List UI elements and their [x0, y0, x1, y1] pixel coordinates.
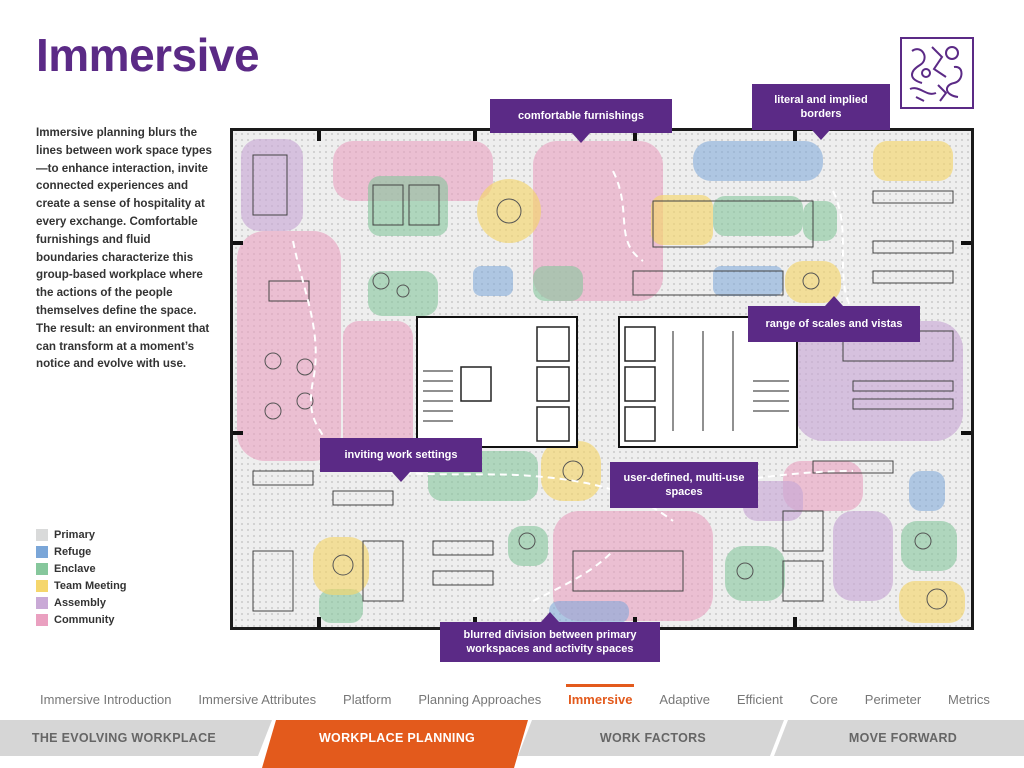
zone-enclave: [725, 546, 785, 601]
legend-item-primary: Primary: [36, 526, 127, 543]
legend-item-assembly: Assembly: [36, 594, 127, 611]
zone-refuge: [693, 141, 823, 181]
main-navigation: THE EVOLVING WORKPLACE WORKPLACE PLANNIN…: [0, 720, 1024, 768]
legend-swatch: [36, 613, 48, 626]
callout-inviting-work-settings: inviting work settings: [320, 438, 482, 482]
zone-team-meeting: [477, 179, 541, 243]
zone-team-meeting: [873, 141, 953, 181]
mainnav-tab-bg: [518, 720, 784, 756]
mainnav-move-forward[interactable]: MOVE FORWARD: [848, 731, 958, 745]
zone-team-meeting: [313, 537, 369, 595]
zone-assembly: [241, 139, 303, 231]
callout-comfortable-furnishings: comfortable furnishings: [490, 99, 672, 143]
zone-team-meeting: [651, 195, 713, 245]
zone-enclave: [803, 201, 837, 241]
mainnav-workplace-planning[interactable]: WORKPLACE PLANNING: [318, 731, 476, 745]
callout-arrow: [392, 472, 410, 482]
legend-item-refuge: Refuge: [36, 543, 127, 560]
building-core: [416, 316, 798, 448]
zone-enclave: [508, 526, 548, 566]
mainnav-evolving-workplace[interactable]: THE EVOLVING WORKPLACE: [31, 731, 217, 745]
callout-arrow: [825, 296, 843, 306]
mainnav-work-factors[interactable]: WORK FACTORS: [599, 731, 707, 745]
subnav-immersive[interactable]: Immersive: [566, 683, 635, 707]
callout-literal-implied-borders: literal and implied borders: [752, 84, 890, 140]
legend-swatch: [36, 562, 48, 575]
zone-community: [237, 231, 341, 461]
zone-refuge: [473, 266, 513, 296]
mainnav-tab-bg: [774, 720, 1024, 756]
zone-refuge: [549, 601, 629, 623]
zone-enclave: [368, 271, 438, 316]
callout-arrow: [541, 612, 559, 622]
legend-swatch: [36, 579, 48, 592]
callout-arrow: [572, 133, 590, 143]
subnav-perimeter[interactable]: Perimeter: [864, 691, 922, 707]
page-title: Immersive: [36, 29, 260, 81]
zone-assembly: [833, 511, 893, 601]
zone-enclave: [713, 196, 803, 236]
callout-range-scales-vistas: range of scales and vistas: [748, 296, 920, 342]
subnav-planning-approaches[interactable]: Planning Approaches: [418, 691, 542, 707]
sub-navigation: Immersive Introduction Immersive Attribu…: [40, 683, 990, 714]
subnav-adaptive[interactable]: Adaptive: [659, 691, 710, 707]
zone-team-meeting: [541, 441, 601, 501]
mainnav-tab-bg: [0, 720, 272, 756]
subnav-immersive-introduction[interactable]: Immersive Introduction: [40, 691, 172, 707]
subnav-metrics[interactable]: Metrics: [948, 691, 990, 707]
legend: Primary Refuge Enclave Team Meeting Asse…: [36, 526, 127, 628]
callout-arrow: [812, 130, 830, 140]
zone-community: [343, 321, 413, 461]
subnav-core[interactable]: Core: [809, 691, 838, 707]
zone-refuge: [909, 471, 945, 511]
zone-team-meeting: [785, 261, 841, 303]
floor-plan: [230, 128, 974, 630]
immersive-pattern-icon: [900, 37, 974, 109]
mainnav-tab-bg-active: [262, 720, 528, 768]
zone-community: [553, 511, 713, 621]
zone-enclave: [368, 176, 448, 236]
zone-enclave: [319, 589, 363, 623]
legend-item-community: Community: [36, 611, 127, 628]
subnav-efficient[interactable]: Efficient: [736, 691, 783, 707]
zone-enclave: [533, 266, 583, 301]
legend-item-enclave: Enclave: [36, 560, 127, 577]
callout-user-defined-spaces: user-defined, multi-use spaces: [610, 462, 758, 508]
zone-team-meeting: [899, 581, 965, 623]
subnav-platform[interactable]: Platform: [343, 691, 392, 707]
zone-refuge: [713, 266, 783, 296]
callout-blurred-division: blurred division between primary workspa…: [440, 612, 660, 662]
zone-community: [533, 141, 663, 301]
subnav-immersive-attributes[interactable]: Immersive Attributes: [198, 691, 317, 707]
intro-text: Immersive planning blurs the lines betwe…: [36, 126, 212, 371]
legend-item-team-meeting: Team Meeting: [36, 577, 127, 594]
legend-swatch: [36, 545, 48, 558]
legend-swatch: [36, 528, 48, 541]
legend-swatch: [36, 596, 48, 609]
